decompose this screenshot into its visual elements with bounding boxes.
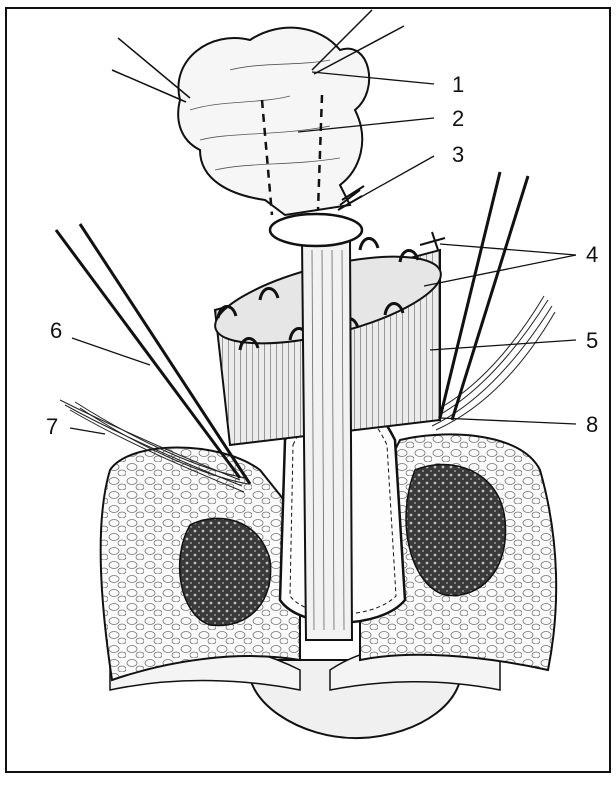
label-8: 8 (586, 412, 598, 437)
label-2: 2 (452, 106, 464, 131)
leader-4b (424, 255, 576, 286)
bowel-collar (270, 214, 362, 246)
retractor-right (440, 172, 528, 420)
left-levator-tissue (180, 518, 271, 625)
label-1: 1 (452, 72, 464, 97)
pull-through-bowel (302, 240, 352, 640)
label-7: 7 (46, 414, 58, 439)
leader-3 (352, 156, 434, 202)
leader-7 (70, 428, 105, 434)
suture-knot (420, 232, 445, 250)
right-fibrous-fan (428, 296, 555, 430)
label-6: 6 (50, 318, 62, 343)
right-levator-tissue (406, 464, 506, 595)
label-3: 3 (452, 142, 464, 167)
label-5: 5 (586, 328, 598, 353)
leader-8 (440, 418, 576, 424)
leader-4a (440, 244, 576, 255)
proximal-colon (178, 28, 369, 215)
label-4: 4 (586, 242, 598, 267)
leader-5 (430, 340, 576, 350)
